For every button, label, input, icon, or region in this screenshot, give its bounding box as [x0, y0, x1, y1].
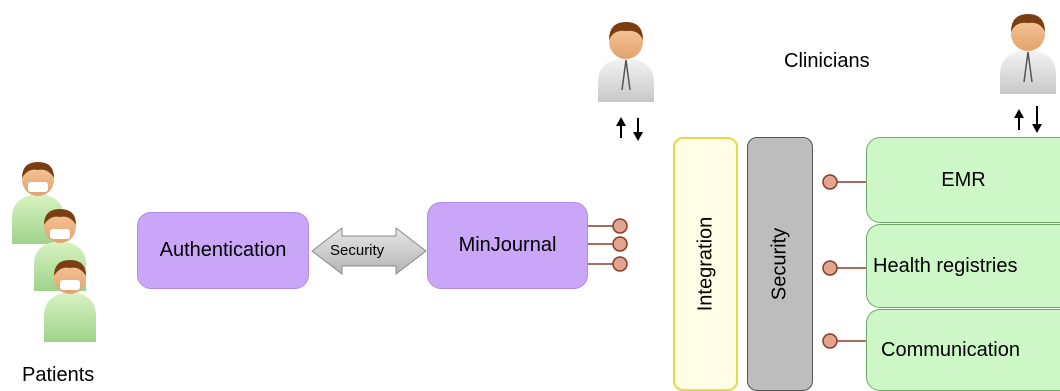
security-bar-label: Security: [768, 227, 791, 301]
integration-bar: Integration: [673, 137, 738, 391]
emr-box: EMR: [866, 137, 1060, 223]
patients-label: Patients: [22, 364, 95, 386]
component-connectors: [822, 174, 866, 349]
health-registries-label: Health registries: [873, 254, 1018, 277]
patient-icon: [44, 260, 96, 342]
emr-label: EMR: [941, 168, 986, 191]
communication-label: Communication: [881, 338, 1020, 361]
clinician-icon: [1000, 14, 1056, 94]
integration-label: Integration: [694, 216, 716, 312]
communication-box: Communication: [866, 309, 1060, 391]
clinicians-label: Clinicians: [784, 50, 870, 72]
health-registries-box: Health registries: [866, 224, 1060, 308]
security-bar: Security: [747, 137, 813, 391]
authentication-label: Authentication: [159, 239, 287, 261]
updown-arrows-icon: [1014, 106, 1042, 133]
updown-arrows-icon: [616, 117, 643, 141]
clinician-icon: [598, 22, 654, 102]
authentication-box: Authentication: [137, 212, 309, 289]
minjournal-box: MinJournal: [427, 202, 588, 289]
patient-icon: [12, 162, 64, 244]
security-double-arrow: [311, 226, 427, 276]
minjournal-label: MinJournal: [458, 234, 557, 256]
security-arrow-label: Security: [330, 242, 385, 259]
minjournal-connectors: [588, 218, 628, 272]
